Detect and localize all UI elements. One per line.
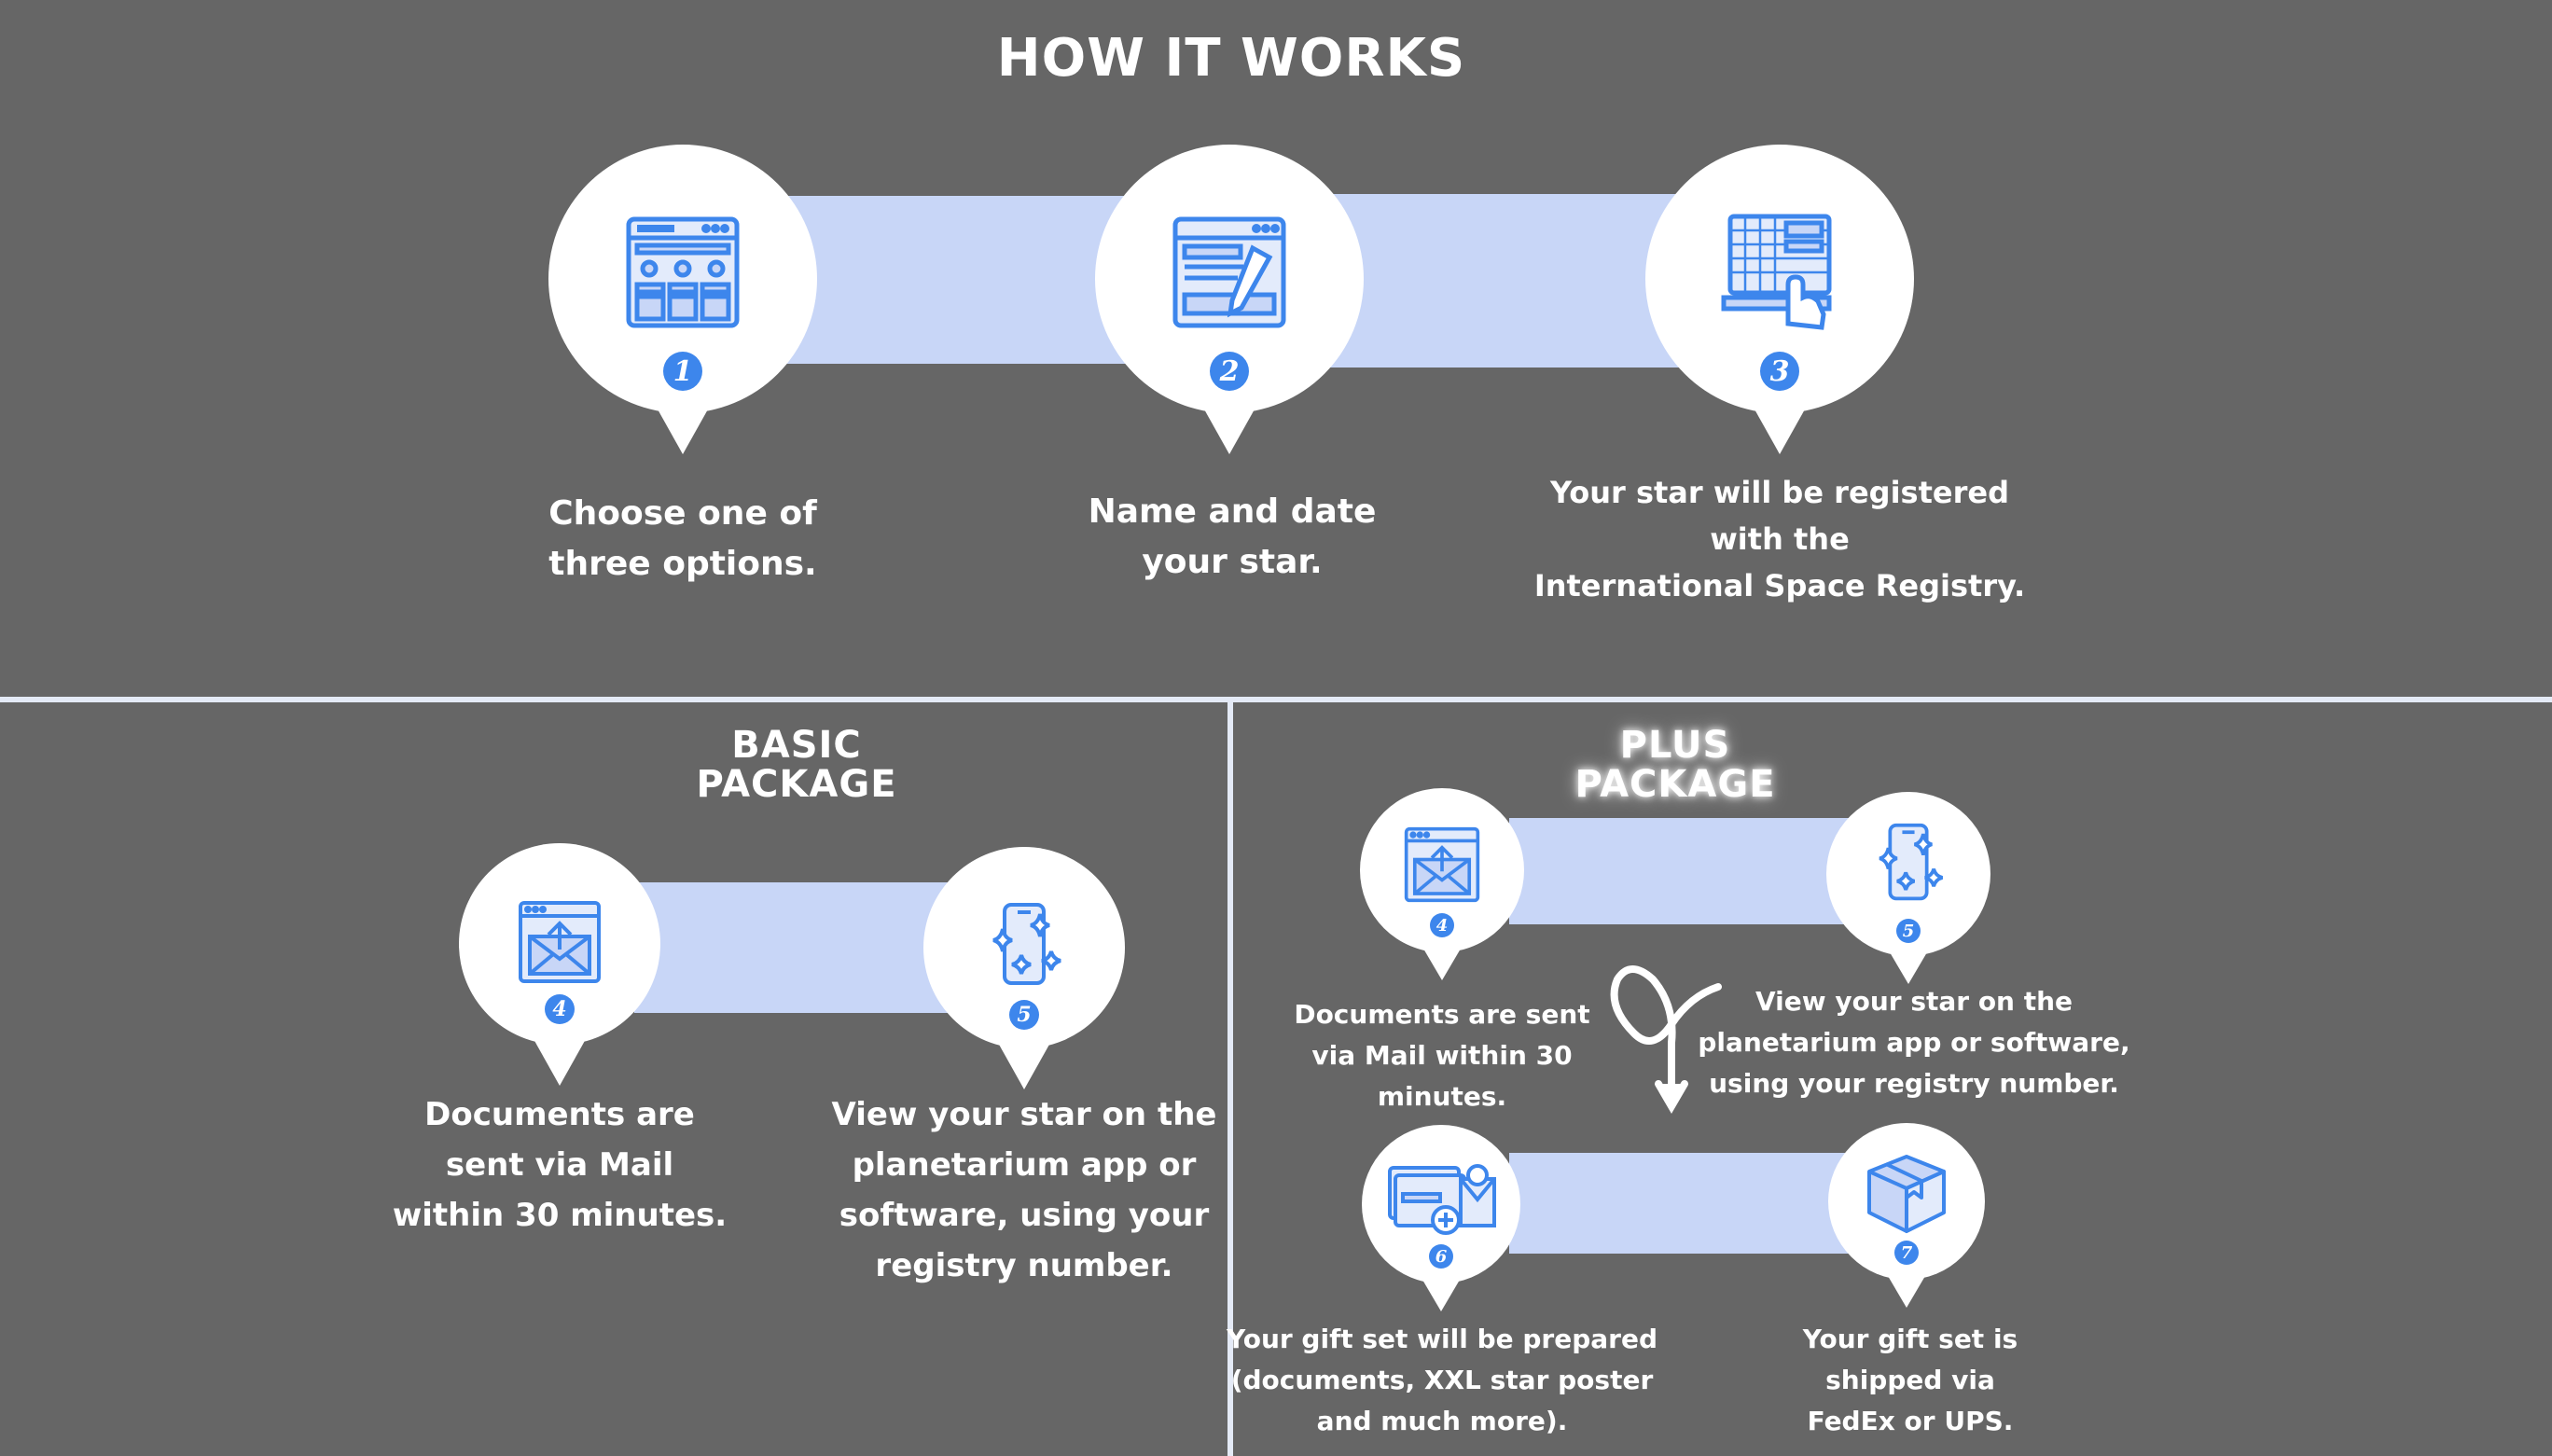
connector-band-2-3 xyxy=(1306,194,1698,367)
basic-package-title: BASIC PACKAGE xyxy=(610,726,983,804)
title-line: BASIC xyxy=(731,724,862,767)
step-number-badge: 4 xyxy=(1430,913,1454,937)
step-number-badge: 2 xyxy=(1210,352,1249,391)
caption-line: International Space Registry. xyxy=(1533,568,2026,603)
caption-line: View your star on the xyxy=(831,1096,1217,1133)
title-line: PLUS xyxy=(1619,724,1731,767)
caption-line: sent via Mail xyxy=(445,1146,674,1184)
step-number-badge: 7 xyxy=(1894,1241,1919,1265)
basic-step-4-bubble: 4 xyxy=(459,843,660,1045)
plus-step-4-caption: Documents are sent via Mail within 30 mi… xyxy=(1255,994,1629,1117)
plus-connector-band-top xyxy=(1509,818,1851,924)
plus-connector-band-bottom xyxy=(1509,1153,1851,1254)
plus-step-6-caption: Your gift set will be prepared (document… xyxy=(1209,1319,1675,1442)
caption-line: Your star will be registered xyxy=(1550,475,2009,510)
step-1-bubble: 1 xyxy=(548,145,817,413)
caption-line: Name and date xyxy=(1088,492,1377,531)
title-line: PACKAGE xyxy=(696,763,897,806)
basic-step-5-caption: View your star on the planetarium app or… xyxy=(791,1089,1257,1291)
caption-line: Your gift set will be prepared xyxy=(1227,1324,1657,1354)
caption-line: three options. xyxy=(548,545,817,583)
mail-upload-icon xyxy=(519,901,601,983)
phone-sparkles-icon xyxy=(1879,823,1944,901)
basic-step-5-bubble: 5 xyxy=(923,847,1125,1048)
mail-upload-icon xyxy=(1404,826,1480,903)
plus-step-7-bubble: 7 xyxy=(1828,1123,1985,1280)
caption-line: View your star on the xyxy=(1754,986,2074,1017)
plus-package-title: PLUS PACKAGE xyxy=(1489,726,1862,804)
browser-edit-icon xyxy=(1172,216,1286,328)
plus-step-6-bubble: 6 xyxy=(1362,1125,1520,1283)
plus-step-4-bubble: 4 xyxy=(1360,788,1524,952)
connector-band-1-2 xyxy=(765,196,1157,364)
plus-step-7-caption: Your gift set is shipped via FedEx or UP… xyxy=(1724,1319,2097,1442)
phone-sparkles-icon xyxy=(992,903,1061,985)
horizontal-divider xyxy=(0,697,2552,702)
step-number-badge: 1 xyxy=(663,352,702,391)
caption-line: shipped via xyxy=(1825,1365,1995,1395)
step-2-bubble: 2 xyxy=(1095,145,1364,413)
step-2-caption: Name and date your star. xyxy=(1046,487,1419,588)
page-title: HOW IT WORKS xyxy=(996,28,1466,89)
basic-connector-band xyxy=(634,882,951,1013)
step-number-badge: 5 xyxy=(1896,919,1921,943)
caption-line: using your registry number. xyxy=(1709,1068,2119,1099)
step-number-badge: 6 xyxy=(1429,1244,1453,1269)
caption-line: software, using your xyxy=(839,1197,1210,1234)
vertical-divider xyxy=(1227,702,1233,1456)
caption-line: and much more). xyxy=(1316,1406,1568,1436)
caption-line: registry number. xyxy=(875,1247,1173,1284)
caption-line: FedEx or UPS. xyxy=(1807,1406,2014,1436)
caption-line: planetarium app or software, xyxy=(1698,1027,2130,1058)
caption-line: minutes. xyxy=(1377,1081,1507,1112)
step-number-badge: 3 xyxy=(1760,352,1799,391)
step-number-badge: 4 xyxy=(545,994,575,1024)
caption-line: planetarium app or xyxy=(852,1146,1197,1184)
step-3-bubble: 3 xyxy=(1645,145,1914,413)
caption-line: your star. xyxy=(1142,543,1323,581)
gift-documents-icon xyxy=(1388,1164,1496,1235)
browser-options-icon xyxy=(626,216,740,328)
plus-step-5-bubble: 5 xyxy=(1826,792,1990,956)
caption-line: Documents are sent xyxy=(1294,999,1590,1030)
step-number-badge: 5 xyxy=(1009,1000,1039,1030)
caption-line: Your gift set is xyxy=(1802,1324,2018,1354)
caption-line: via Mail within 30 xyxy=(1311,1040,1573,1071)
step-1-caption: Choose one of three options. xyxy=(496,489,869,589)
basic-step-4-caption: Documents are sent via Mail within 30 mi… xyxy=(373,1089,746,1241)
shipping-box-icon xyxy=(1867,1155,1946,1233)
curly-arrow-icon xyxy=(1610,965,1722,1114)
caption-line: with the xyxy=(1710,521,1850,557)
step-3-caption: Your star will be registered with the In… xyxy=(1500,469,2060,609)
title-line: PACKAGE xyxy=(1574,763,1776,806)
keyboard-touch-icon xyxy=(1721,214,1832,330)
caption-line: Choose one of xyxy=(548,494,817,533)
caption-line: Documents are xyxy=(424,1096,695,1133)
plus-step-5-caption: View your star on the planetarium app or… xyxy=(1681,981,2147,1104)
caption-line: (documents, XXL star poster xyxy=(1230,1365,1654,1395)
caption-line: within 30 minutes. xyxy=(392,1197,728,1234)
